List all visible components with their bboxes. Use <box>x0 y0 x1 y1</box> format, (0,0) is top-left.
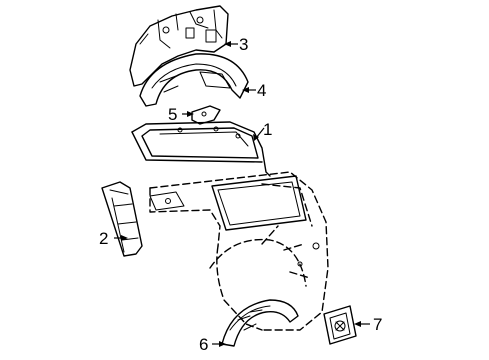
callout-4: 4 <box>242 81 266 100</box>
part-4-wheelhouse-liner <box>139 53 249 107</box>
callout-7: 7 <box>354 315 382 334</box>
callout-3: 3 <box>224 35 248 54</box>
callout-6-label: 6 <box>199 335 208 354</box>
part-6-lower-wheelhouse <box>221 299 299 347</box>
part-2-pillar <box>101 181 143 257</box>
callout-1: 1 <box>253 120 272 141</box>
callout-6: 6 <box>199 335 226 354</box>
callout-5-label: 5 <box>168 105 177 124</box>
callout-2-label: 2 <box>99 229 108 248</box>
callout-5: 5 <box>168 105 194 124</box>
callout-4-label: 4 <box>257 81 266 100</box>
callout-3-label: 3 <box>239 35 248 54</box>
part-7-fuel-door-housing <box>323 305 357 345</box>
callout-1-label: 1 <box>263 120 272 139</box>
callout-7-label: 7 <box>373 315 382 334</box>
callout-2: 2 <box>99 229 128 248</box>
part-3-upper-wheelhouse-panel <box>129 5 229 87</box>
part-1-quarter-panel <box>131 121 329 331</box>
part-5-bracket <box>191 105 221 125</box>
